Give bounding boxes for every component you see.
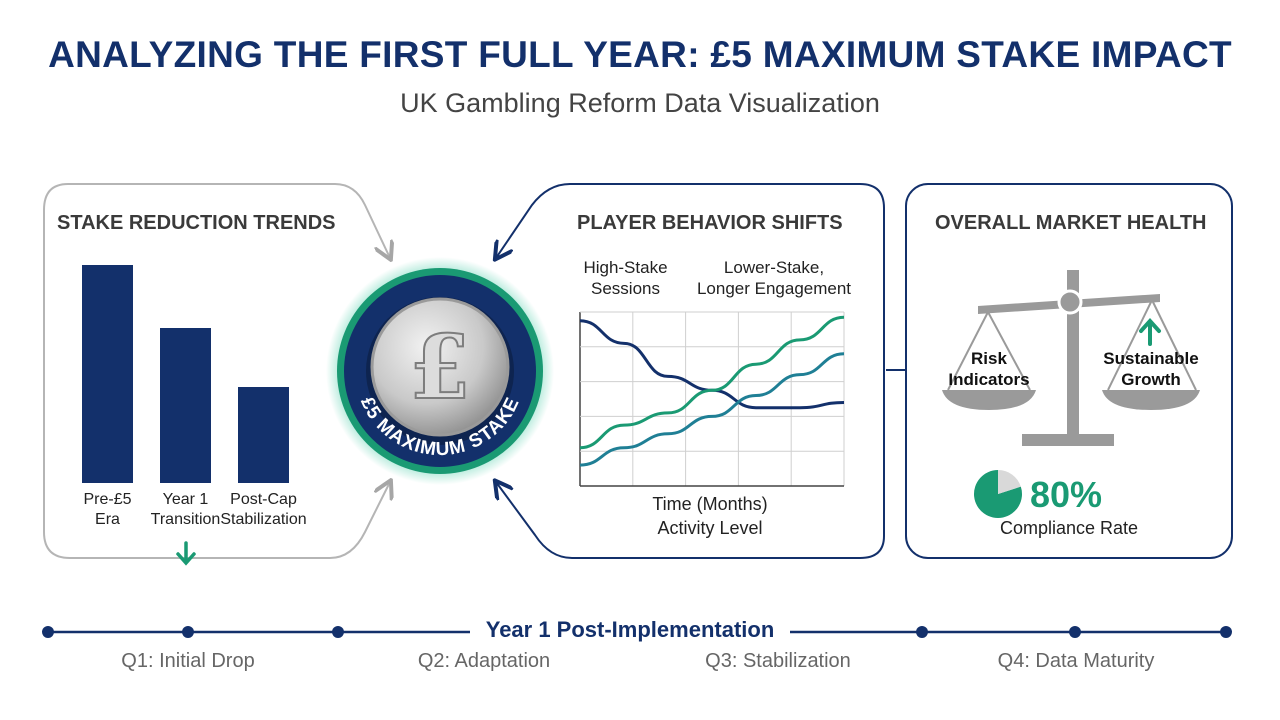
timeline-dot-3 [916,626,928,638]
behavior-line-chart [579,311,845,487]
lower-stake-label: Lower-Stake, Longer Engagement [696,258,852,298]
series-line-1 [579,315,845,450]
series-line-2 [579,352,845,467]
bar-label-0: Pre-£5 Era [83,491,132,528]
high-stake-label: High-Stake Sessions [583,258,668,298]
timeline-dot-1 [182,626,194,638]
page-subtitle: UK Gambling Reform Data Visualization [400,88,880,118]
bar-1 [160,328,211,483]
sustainable-growth-label: Sustainable Growth [1103,349,1199,389]
page-title: ANALYZING THE FIRST FULL YEAR: £5 MAXIMU… [48,34,1232,75]
stake-panel-title: STAKE REDUCTION TRENDS [57,212,336,234]
health-panel-title: OVERALL MARKET HEALTH [935,212,1207,234]
compliance-value: 80% [1030,474,1103,515]
behavior-panel-title: PLAYER BEHAVIOR SHIFTS [577,212,843,234]
arrow-up-icon [1139,318,1161,346]
risk-indicators-label: Risk Indicators [948,349,1030,389]
timeline-q4-label: Q4: Data Maturity [997,650,1155,672]
bar-2 [238,387,289,483]
pie-slice-1 [998,470,1021,494]
pound-symbol: £ [409,315,470,419]
line-chart-xlabel: Time (Months) [652,494,768,514]
timeline-q1-label: Q1: Initial Drop [121,650,255,672]
behavior-panel-frame [496,183,860,258]
compliance-pie-chart [974,470,1022,518]
max-stake-badge: £ £5 MAXIMUM STAKE [326,257,554,485]
line-chart-ylabel: Activity Level [657,518,763,538]
bar-label-1: Year 1 Transition [150,491,221,528]
timeline-dot-2 [332,626,344,638]
timeline-dot-5 [1220,626,1232,638]
timeline-dot-0 [42,626,54,638]
compliance-label: Compliance Rate [999,518,1139,538]
bar-label-2: Post-Cap Stabilization [220,491,307,528]
arrow-down-icon [176,541,196,566]
balance-scale-icon [942,270,1200,446]
stake-panel-frame [68,183,390,258]
timeline-title: Year 1 Post-Implementation [470,617,790,643]
timeline-q2-label: Q2: Adaptation [417,650,551,672]
bar-0 [82,265,133,483]
timeline-q3-label: Q3: Stabilization [705,650,851,672]
series-line-0 [579,319,845,410]
timeline-dot-4 [1069,626,1081,638]
pound-coin [370,297,510,437]
